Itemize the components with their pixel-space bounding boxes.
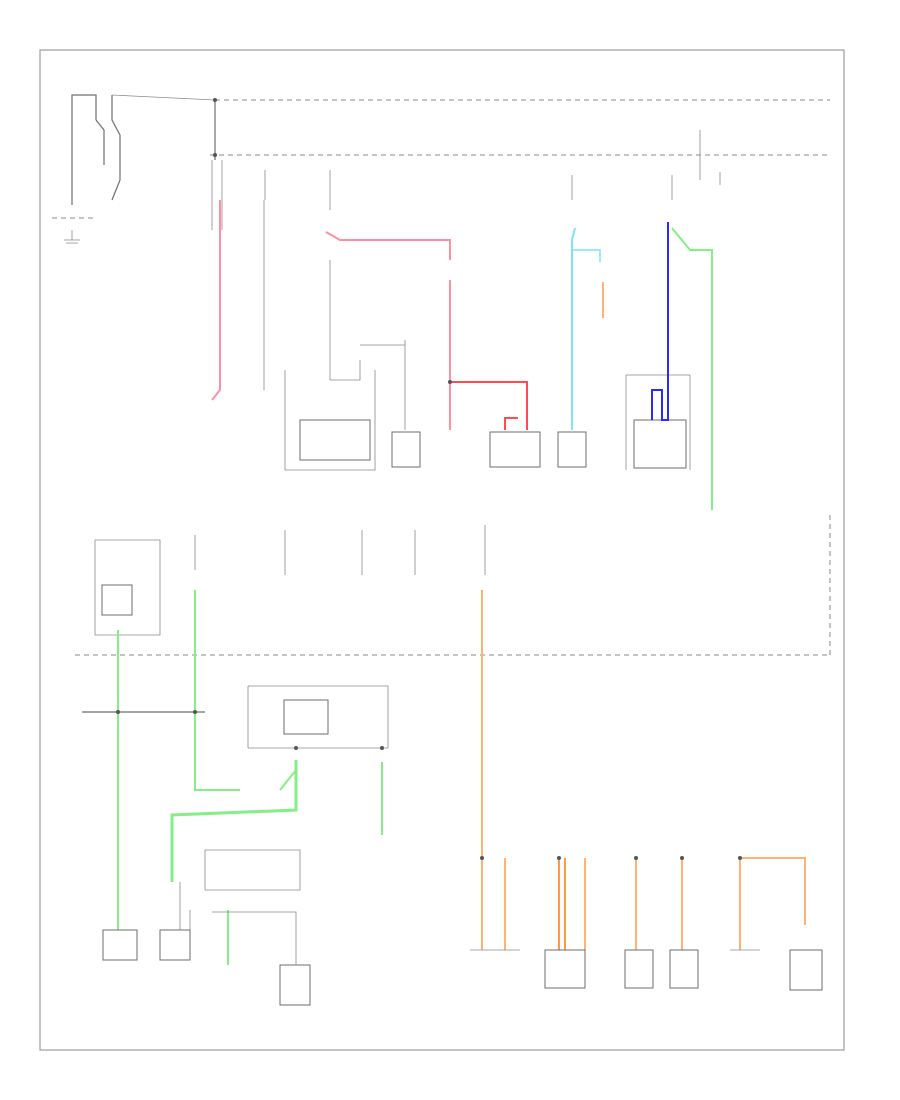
control-module-left xyxy=(94,539,161,636)
orange-wire-2 xyxy=(558,858,566,950)
red-wire-2 xyxy=(504,417,518,430)
fuse-taps-mid xyxy=(194,525,486,575)
pink-wire-2 xyxy=(325,231,451,260)
connector-dots xyxy=(116,98,742,860)
green-wire-bus xyxy=(170,760,298,882)
fuse-box-bus xyxy=(210,100,830,230)
junction-connectors xyxy=(82,685,389,1006)
pink-wire-1 xyxy=(211,200,221,401)
green-wire-top xyxy=(671,227,713,510)
blue-wire-1 xyxy=(651,230,669,421)
orange-wire-5 xyxy=(739,857,806,950)
component-row-lower-left xyxy=(102,882,191,961)
cyan-wire-1 xyxy=(571,227,576,430)
cyan-wire-2 xyxy=(572,249,601,262)
component-row-lower-right xyxy=(470,949,823,991)
fuse-taps-top xyxy=(264,130,721,210)
battery-feed xyxy=(52,94,830,244)
red-wire-1 xyxy=(450,381,528,430)
green-wire-mid xyxy=(194,590,240,791)
component-row-1 xyxy=(284,370,691,471)
diagram-frame xyxy=(39,49,845,1051)
